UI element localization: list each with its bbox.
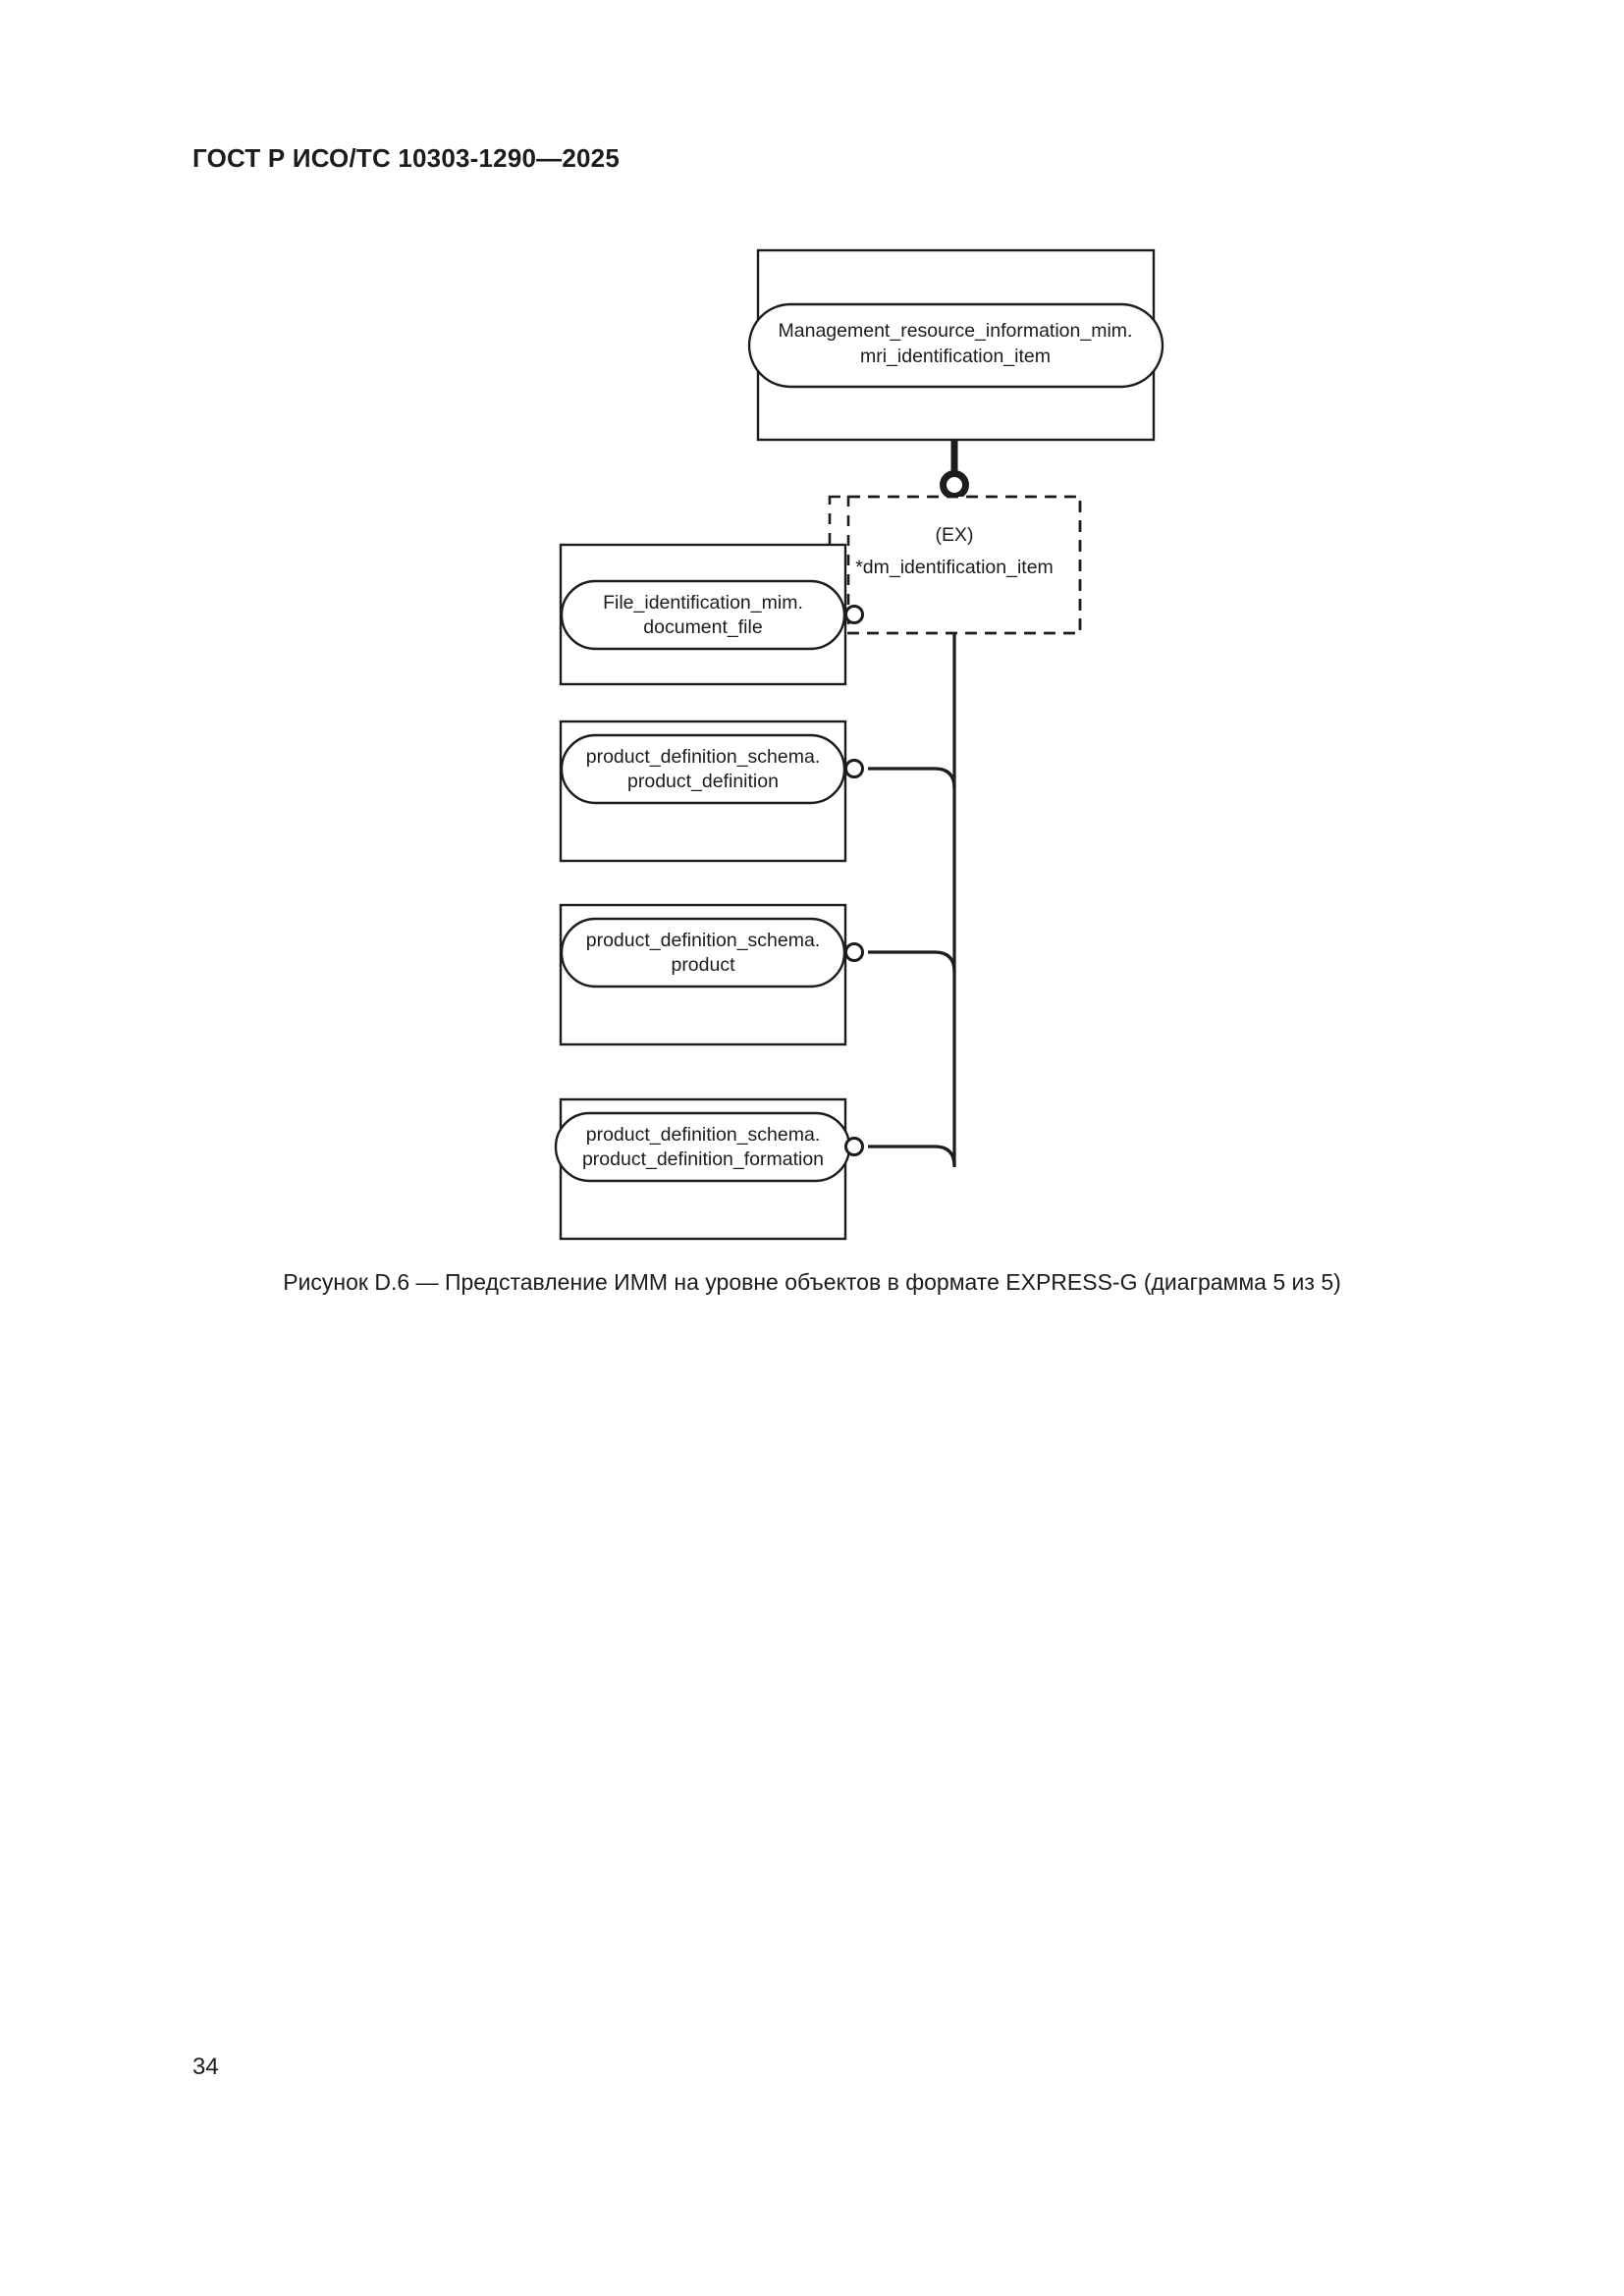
- select-type-node-dm-identification-item[interactable]: (EX) *dm_identification_item: [828, 495, 1082, 635]
- entity-name-label: mri_identification_item: [860, 346, 1051, 367]
- select-type-tag-label: (EX): [936, 524, 974, 546]
- figure-caption: Рисунок D.6 — Представление ИММ на уровн…: [283, 1269, 1341, 1295]
- supertype-ring-marker: [940, 470, 969, 500]
- entity-node-product-definition-formation[interactable]: product_definition_schema. product_defin…: [554, 1097, 864, 1241]
- relationship-circle-marker: [844, 605, 864, 624]
- entity-name-label: document_file: [643, 616, 762, 638]
- select-type-name-label: *dm_identification_item: [855, 557, 1054, 578]
- entity-capsule-product: [560, 917, 846, 988]
- document-header-standard-number: ГОСТ Р ИСО/ТС 10303-1290—2025: [192, 143, 621, 173]
- entity-node-document-file[interactable]: File_identification_mim. document_file: [559, 543, 864, 686]
- branch-line-product-definition-formation: [868, 1145, 956, 1167]
- branch-line-product: [868, 950, 956, 973]
- entity-schema-label: product_definition_schema.: [586, 1124, 821, 1146]
- entity-node-product[interactable]: product_definition_schema. product: [559, 903, 864, 1046]
- relationship-circle-marker: [844, 942, 864, 962]
- entity-name-label: product_definition_formation: [582, 1148, 824, 1170]
- relationship-circle-marker: [844, 1137, 864, 1156]
- select-type-inner-dashed-frame: [846, 495, 1082, 635]
- entity-name-label: product_definition: [627, 771, 779, 792]
- entity-capsule-product-definition: [560, 733, 846, 805]
- branch-line-product-definition: [868, 767, 956, 789]
- entity-node-mri-identification-item[interactable]: Management_resource_information_mim. mri…: [747, 248, 1164, 442]
- express-g-figure: Management_resource_information_mim. mri…: [554, 248, 1164, 1241]
- entity-schema-label: File_identification_mim.: [603, 592, 803, 614]
- relationship-circle-marker: [844, 759, 864, 778]
- entity-node-product-definition[interactable]: product_definition_schema. product_defin…: [559, 720, 864, 863]
- entity-schema-label: Management_resource_information_mim.: [779, 320, 1133, 342]
- entity-capsule-document-file: [560, 579, 846, 651]
- page-number: 34: [192, 2054, 219, 2080]
- entity-name-label: product: [671, 954, 735, 976]
- entity-capsule-mri-identification-item: [747, 302, 1164, 389]
- entity-schema-label: product_definition_schema.: [586, 930, 821, 951]
- entity-schema-label: product_definition_schema.: [586, 746, 821, 768]
